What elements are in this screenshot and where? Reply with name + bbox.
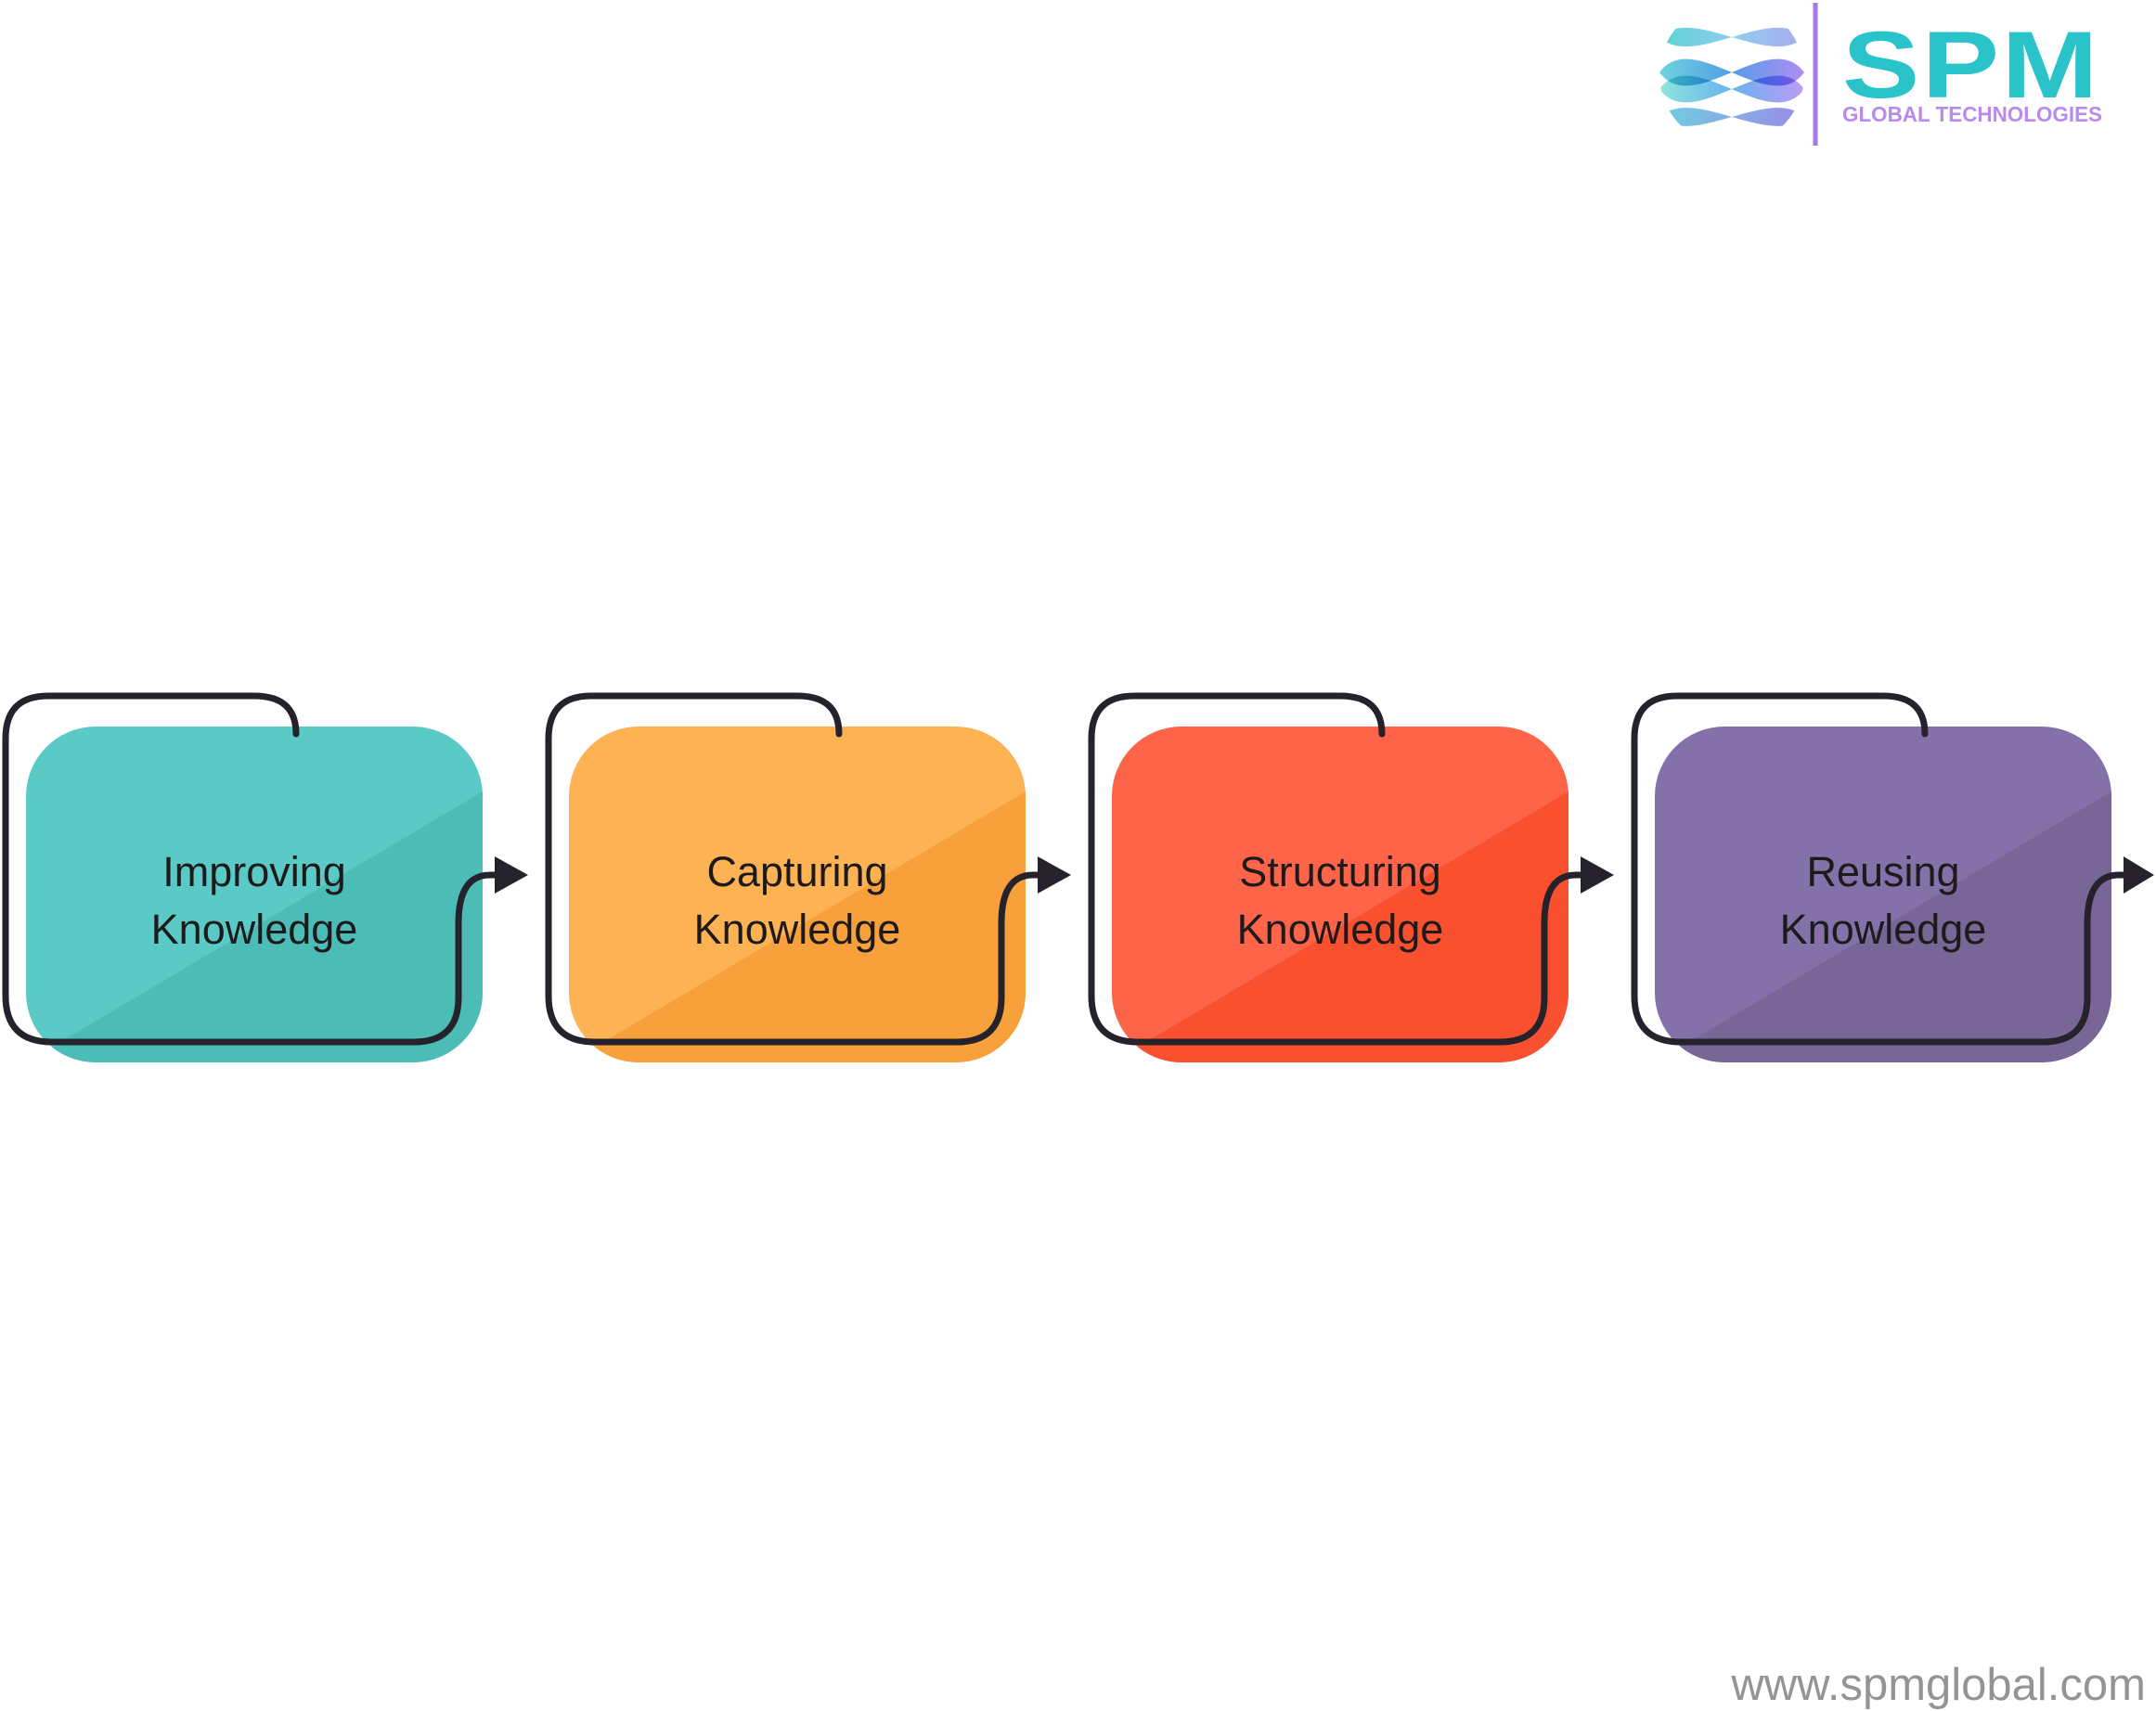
step-reusing-knowledge: Reusing Knowledge (1631, 692, 2154, 1062)
connector-outline (545, 692, 1041, 1046)
step-label-line2: Knowledge (694, 906, 901, 953)
step-box-shade (1112, 791, 1569, 1062)
arrow-right-icon (1581, 856, 1614, 894)
connector-outline (2, 692, 498, 1046)
step-label-line1: Structuring (1239, 848, 1441, 895)
step-label-line2: Knowledge (151, 906, 358, 953)
step-improving-knowledge: Improving Knowledge (2, 692, 528, 1062)
logo-tagline-text: GLOBAL TECHNOLOGIES (1842, 102, 2102, 126)
step-box-shade (1655, 791, 2111, 1062)
step-structuring-knowledge: Structuring Knowledge (1088, 692, 1614, 1062)
step-box-shade (569, 791, 1026, 1062)
spm-logo: SPM GLOBAL TECHNOLOGIES (1659, 3, 2102, 146)
step-box-shade (26, 791, 483, 1062)
logo-sphere-icon (1659, 27, 1804, 126)
arrow-right-icon (2124, 856, 2154, 894)
step-label-line1: Reusing (1806, 848, 1959, 895)
arrow-right-icon (1038, 856, 1071, 894)
step-label-line2: Knowledge (1780, 906, 1987, 953)
step-label-line2: Knowledge (1237, 906, 1444, 953)
website-url: www.spmglobal.com (1730, 1660, 2146, 1710)
connector-outline (1631, 692, 2127, 1046)
step-label-line1: Improving (162, 848, 346, 895)
step-capturing-knowledge: Capturing Knowledge (545, 692, 1071, 1062)
step-label-line1: Capturing (706, 848, 887, 895)
flow-diagram: Improving Knowledge Capturing Knowledge … (2, 692, 2154, 1062)
logo-brand-text: SPM (1842, 12, 2100, 118)
connector-outline (1088, 692, 1584, 1046)
arrow-right-icon (495, 856, 528, 894)
